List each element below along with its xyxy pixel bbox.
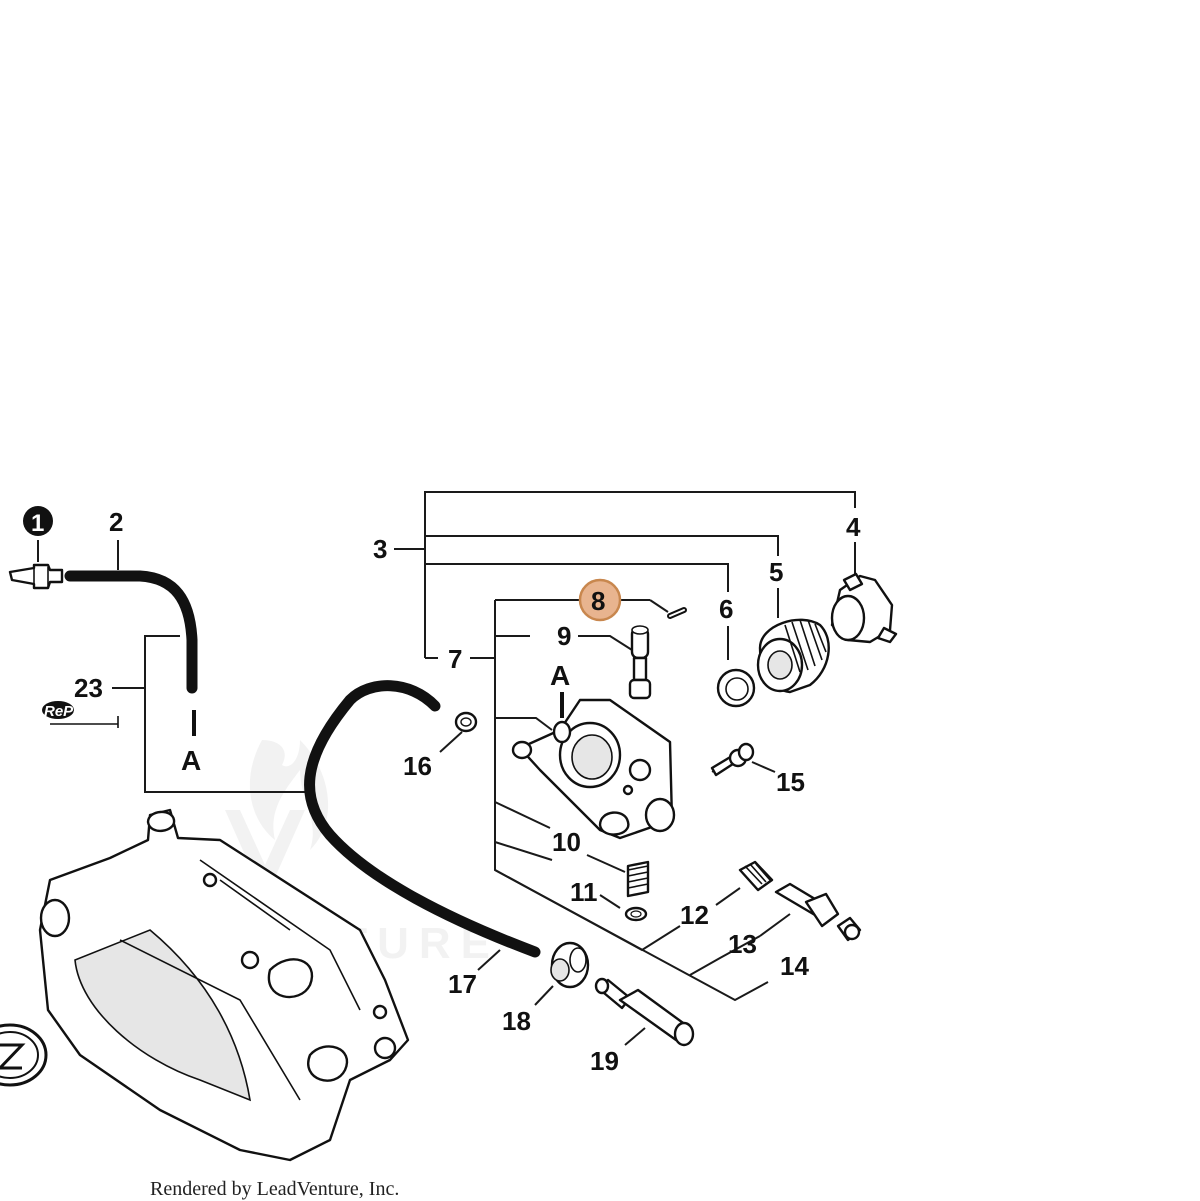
part-16-clip xyxy=(454,711,478,733)
callout-6[interactable]: 6 xyxy=(719,594,733,624)
callout-1-badge xyxy=(23,506,53,536)
callout-labels: 1 2 3 4 5 6 7 8 9 10 11 12 13 14 15 16 1… xyxy=(23,506,861,1076)
repower-label: RePower xyxy=(44,703,109,720)
callout-17[interactable]: 17 xyxy=(448,969,477,999)
part-1-fitting xyxy=(8,563,64,590)
callout-16[interactable]: 16 xyxy=(403,751,432,781)
crankcase-housing xyxy=(38,808,410,1162)
callout-15[interactable]: 15 xyxy=(776,767,805,797)
part-13-shaft xyxy=(774,882,840,928)
callout-7[interactable]: 7 xyxy=(448,644,462,674)
callout-1[interactable]: 1 xyxy=(31,510,44,537)
part-4-drive-cap xyxy=(830,572,898,644)
part-18-grommet xyxy=(550,941,590,989)
part-23-repower: RePower xyxy=(42,701,119,728)
callout-8-highlight xyxy=(578,578,622,622)
callout-13[interactable]: 13 xyxy=(728,929,757,959)
callout-9[interactable]: 9 xyxy=(557,621,571,651)
part-5-worm-gear xyxy=(756,618,830,694)
part-12-spring xyxy=(738,860,774,892)
callout-18[interactable]: 18 xyxy=(502,1006,531,1036)
part-15-screw xyxy=(710,742,755,777)
callout-3[interactable]: 3 xyxy=(373,534,387,564)
callout-10[interactable]: 10 xyxy=(552,827,581,857)
part-9-plunger xyxy=(628,625,652,700)
connection-marker-center: A xyxy=(550,660,570,691)
callout-2[interactable]: 2 xyxy=(109,507,123,537)
callout-11[interactable]: 11 xyxy=(570,877,598,907)
part-10-spring xyxy=(626,860,650,898)
callout-12[interactable]: 12 xyxy=(680,900,709,930)
connection-marker-left: A xyxy=(181,745,201,776)
part-17-hose xyxy=(304,680,541,958)
callout-5[interactable]: 5 xyxy=(769,557,783,587)
oil-pump-body xyxy=(511,698,676,840)
footer-credit: Rendered by LeadVenture, Inc. xyxy=(150,1178,400,1200)
part-14-cap xyxy=(836,916,862,942)
callout-19[interactable]: 19 xyxy=(590,1046,619,1076)
part-2-hose xyxy=(64,570,198,694)
part-11-circlip xyxy=(624,906,648,922)
part-8-pin xyxy=(667,607,687,619)
part-6-oring xyxy=(716,668,756,708)
part-19-pin xyxy=(594,977,695,1047)
callout-8[interactable]: 8 xyxy=(591,586,605,616)
callout-23[interactable]: 23 xyxy=(74,673,103,703)
brand-logo-partial xyxy=(0,1023,48,1087)
callout-14[interactable]: 14 xyxy=(780,951,809,981)
leader-lines xyxy=(37,491,856,1046)
callout-4[interactable]: 4 xyxy=(846,512,861,542)
